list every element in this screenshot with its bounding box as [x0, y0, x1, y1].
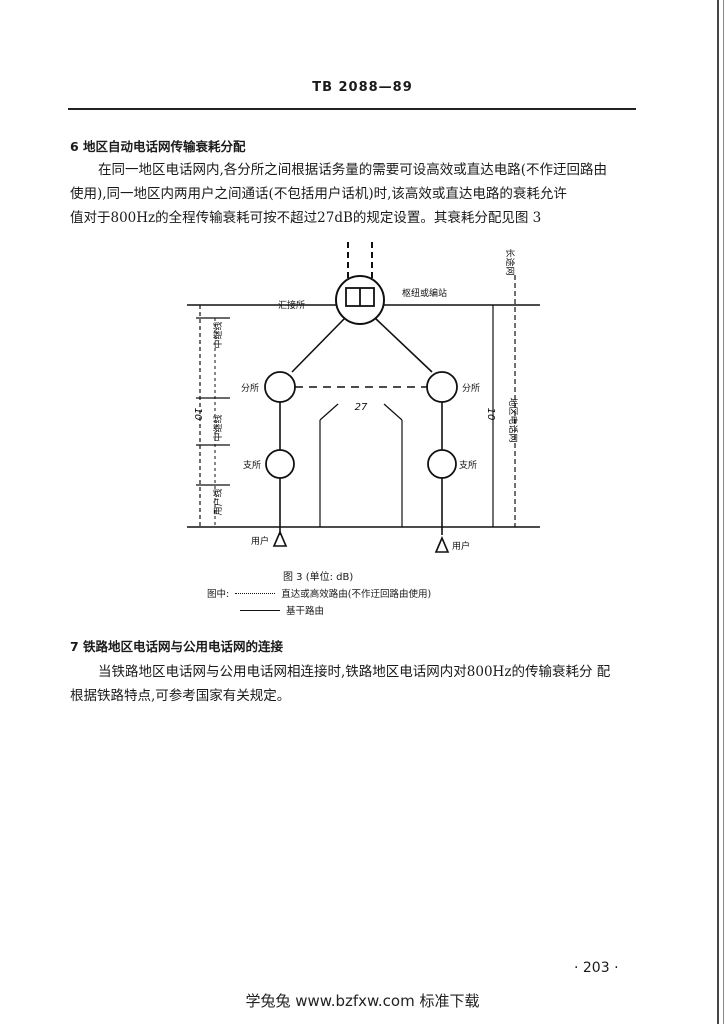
figure-legend-solid: 基干路由 [240, 603, 324, 617]
figure-caption: 图 3 (单位: dB) [283, 572, 354, 583]
legend-dotted-sample [235, 593, 276, 594]
section-7-paragraph: 当铁路地区电话网与公用电话网相连接时,铁路地区电话网内对800Hz的传输衰耗分 … [70, 660, 650, 708]
label-long-distance: 长途网 [504, 248, 516, 275]
user-terminal-left [272, 529, 288, 547]
label-user-right: 用户 [452, 540, 470, 552]
label-toll-station: 枢纽或编站 [402, 287, 447, 299]
label-user-left: 用户 [251, 535, 269, 547]
page-number: · 203 · [574, 960, 619, 976]
watermark-footer: 学兔兔 www.bzfxw.com 标准下载 [245, 992, 480, 1010]
label-trunk-2: 中继线 [212, 414, 224, 441]
section-6-line-3: 值对于800Hz的全程传输衰耗可按不超过27dB的规定设置。其衰耗分配见图 3 [70, 210, 542, 226]
label-branch-left: 分所 [241, 383, 259, 394]
label-user-line: 用户线 [212, 488, 224, 515]
legend-solid-sample [240, 610, 280, 611]
label-branch-right: 分所 [462, 383, 480, 394]
branch-node-right [426, 371, 458, 403]
label-trunk-1: 中继线 [212, 321, 224, 348]
section-7-line-1: 当铁路地区电话网与公用电话网相连接时,铁路地区电话网内对800Hz的传输衰耗分 … [98, 664, 611, 680]
header-rule [68, 108, 636, 110]
trunk-link-right [374, 317, 433, 373]
network-diagram: 汇接所 枢纽或编站 分所 分所 支所 支所 用户 用户 中继线 中继线 用户线 … [187, 242, 540, 553]
section-6-paragraph: 在同一地区电话网内,各分所之间根据话务量的需要可设高效或直达电路(不作迂回路由 … [70, 158, 650, 230]
label-value-right: 10 [485, 408, 496, 421]
mid-bracket-corner-right [383, 403, 403, 421]
section-6-heading: 6 地区自动电话网传输衰耗分配 [70, 139, 246, 154]
section-6-line-1: 在同一地区电话网内,各分所之间根据话务量的需要可设高效或直达电路(不作迂回路由 [98, 162, 608, 178]
sub-node-right [427, 449, 457, 479]
label-toll-center: 汇接所 [278, 299, 305, 311]
legend-solid-text: 基干路由 [286, 606, 325, 617]
branch-node-left [264, 371, 296, 403]
label-sub-left: 支所 [243, 459, 261, 471]
page-edge-line-secondary [723, 0, 724, 1024]
label-value-mid: 27 [355, 402, 368, 413]
section-7-line-2: 根据铁路特点,可参考国家有关规定。 [70, 688, 291, 704]
label-local-network: 地区电话网 [507, 397, 519, 442]
trunk-link-left [291, 317, 346, 373]
figure-legend-dotted: 图中: 直达或高效路由(不作迂回路由使用) [207, 586, 431, 600]
sub-node-left [265, 449, 295, 479]
standard-code-header: TB 2088—89 [312, 80, 413, 95]
legend-prefix: 图中: [207, 589, 230, 600]
section-7-heading: 7 铁路地区电话网与公用电话网的连接 [70, 639, 284, 654]
label-value-left: 10 [192, 408, 203, 421]
user-terminal-right [434, 535, 450, 553]
section-6-line-2: 使用),同一地区内两用户之间通话(不包括用户话机)时,该高效或直达电路的衰耗允许 [70, 186, 567, 202]
legend-dotted-text: 直达或高效路由(不作迂回路由使用) [281, 589, 432, 600]
page-edge-line [717, 0, 719, 1024]
mid-bracket-corner-left [319, 403, 339, 421]
label-sub-right: 支所 [459, 459, 477, 471]
